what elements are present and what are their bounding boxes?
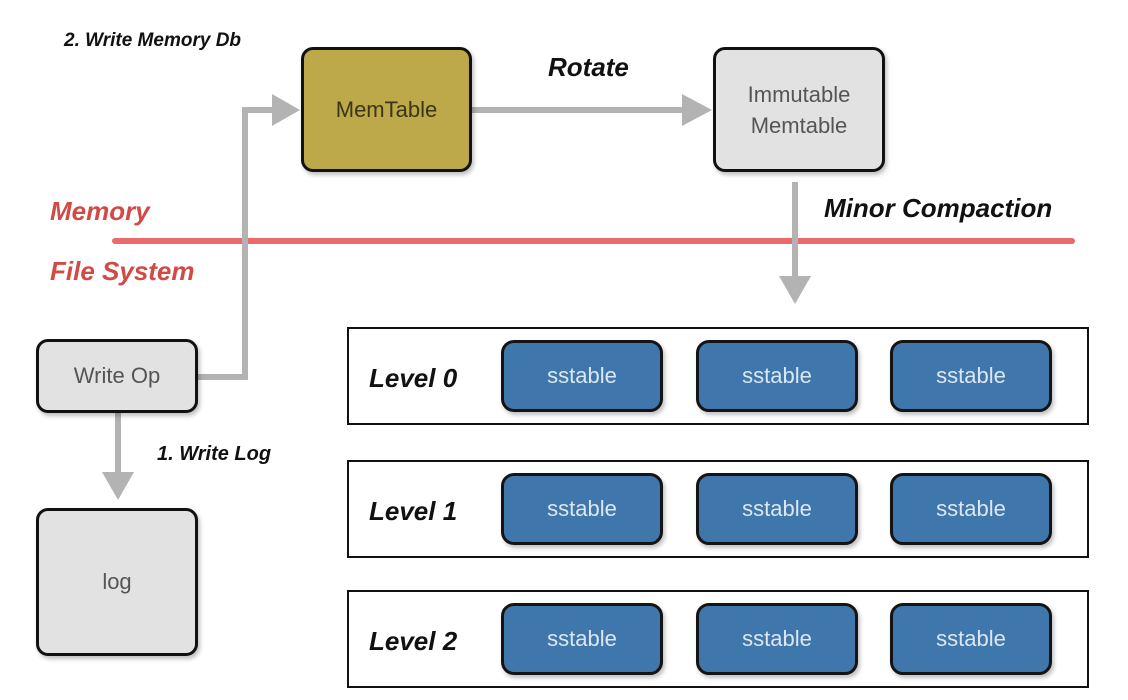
level-1-row: Level 1 sstable sstable sstable [347, 460, 1089, 558]
write-log-arrowhead [102, 472, 134, 500]
immutable-label-line2: Memtable [750, 112, 848, 138]
rotate-label: Rotate [548, 52, 629, 82]
level-2-sstable-2: sstable [696, 603, 858, 675]
memtable-node: MemTable [301, 47, 472, 172]
write-memory-arrow [198, 107, 272, 380]
level-1-label: Level 1 [369, 496, 458, 526]
level-2-sstable-3: sstable [890, 603, 1052, 675]
write-log-label: 1. Write Log [157, 443, 272, 465]
level-0-sstable-3: sstable [890, 340, 1052, 412]
minor-compaction-arrowhead [779, 276, 811, 304]
level-1-sstable-1: sstable [501, 473, 663, 545]
level-1-sstable-3: sstable [890, 473, 1052, 545]
level-2-sstable-1: sstable [501, 603, 663, 675]
level-2-row: Level 2 sstable sstable sstable [347, 590, 1089, 688]
write-op-label: Write Op [73, 363, 161, 388]
log-node: log [36, 508, 198, 656]
level-0-label: Level 0 [369, 363, 458, 393]
log-label: log [102, 569, 132, 594]
rotate-arrowhead [682, 94, 712, 126]
level-0-sstable-1: sstable [501, 340, 663, 412]
write-memory-db-label: 2. Write Memory Db [64, 30, 242, 51]
level-0-sstable-2: sstable [696, 340, 858, 412]
memory-section-label: Memory [50, 196, 150, 226]
minor-compaction-label: Minor Compaction [824, 193, 1053, 223]
immutable-memtable-node: Immutable Memtable [713, 47, 885, 172]
memtable-label: MemTable [335, 96, 438, 122]
file-system-section-label: File System [50, 256, 195, 286]
write-op-node: Write Op [36, 339, 198, 413]
write-memory-arrowhead [272, 94, 300, 126]
level-0-row: Level 0 sstable sstable sstable [347, 327, 1089, 425]
immutable-label-line1: Immutable [747, 81, 851, 107]
level-1-sstable-2: sstable [696, 473, 858, 545]
level-2-label: Level 2 [369, 626, 458, 656]
